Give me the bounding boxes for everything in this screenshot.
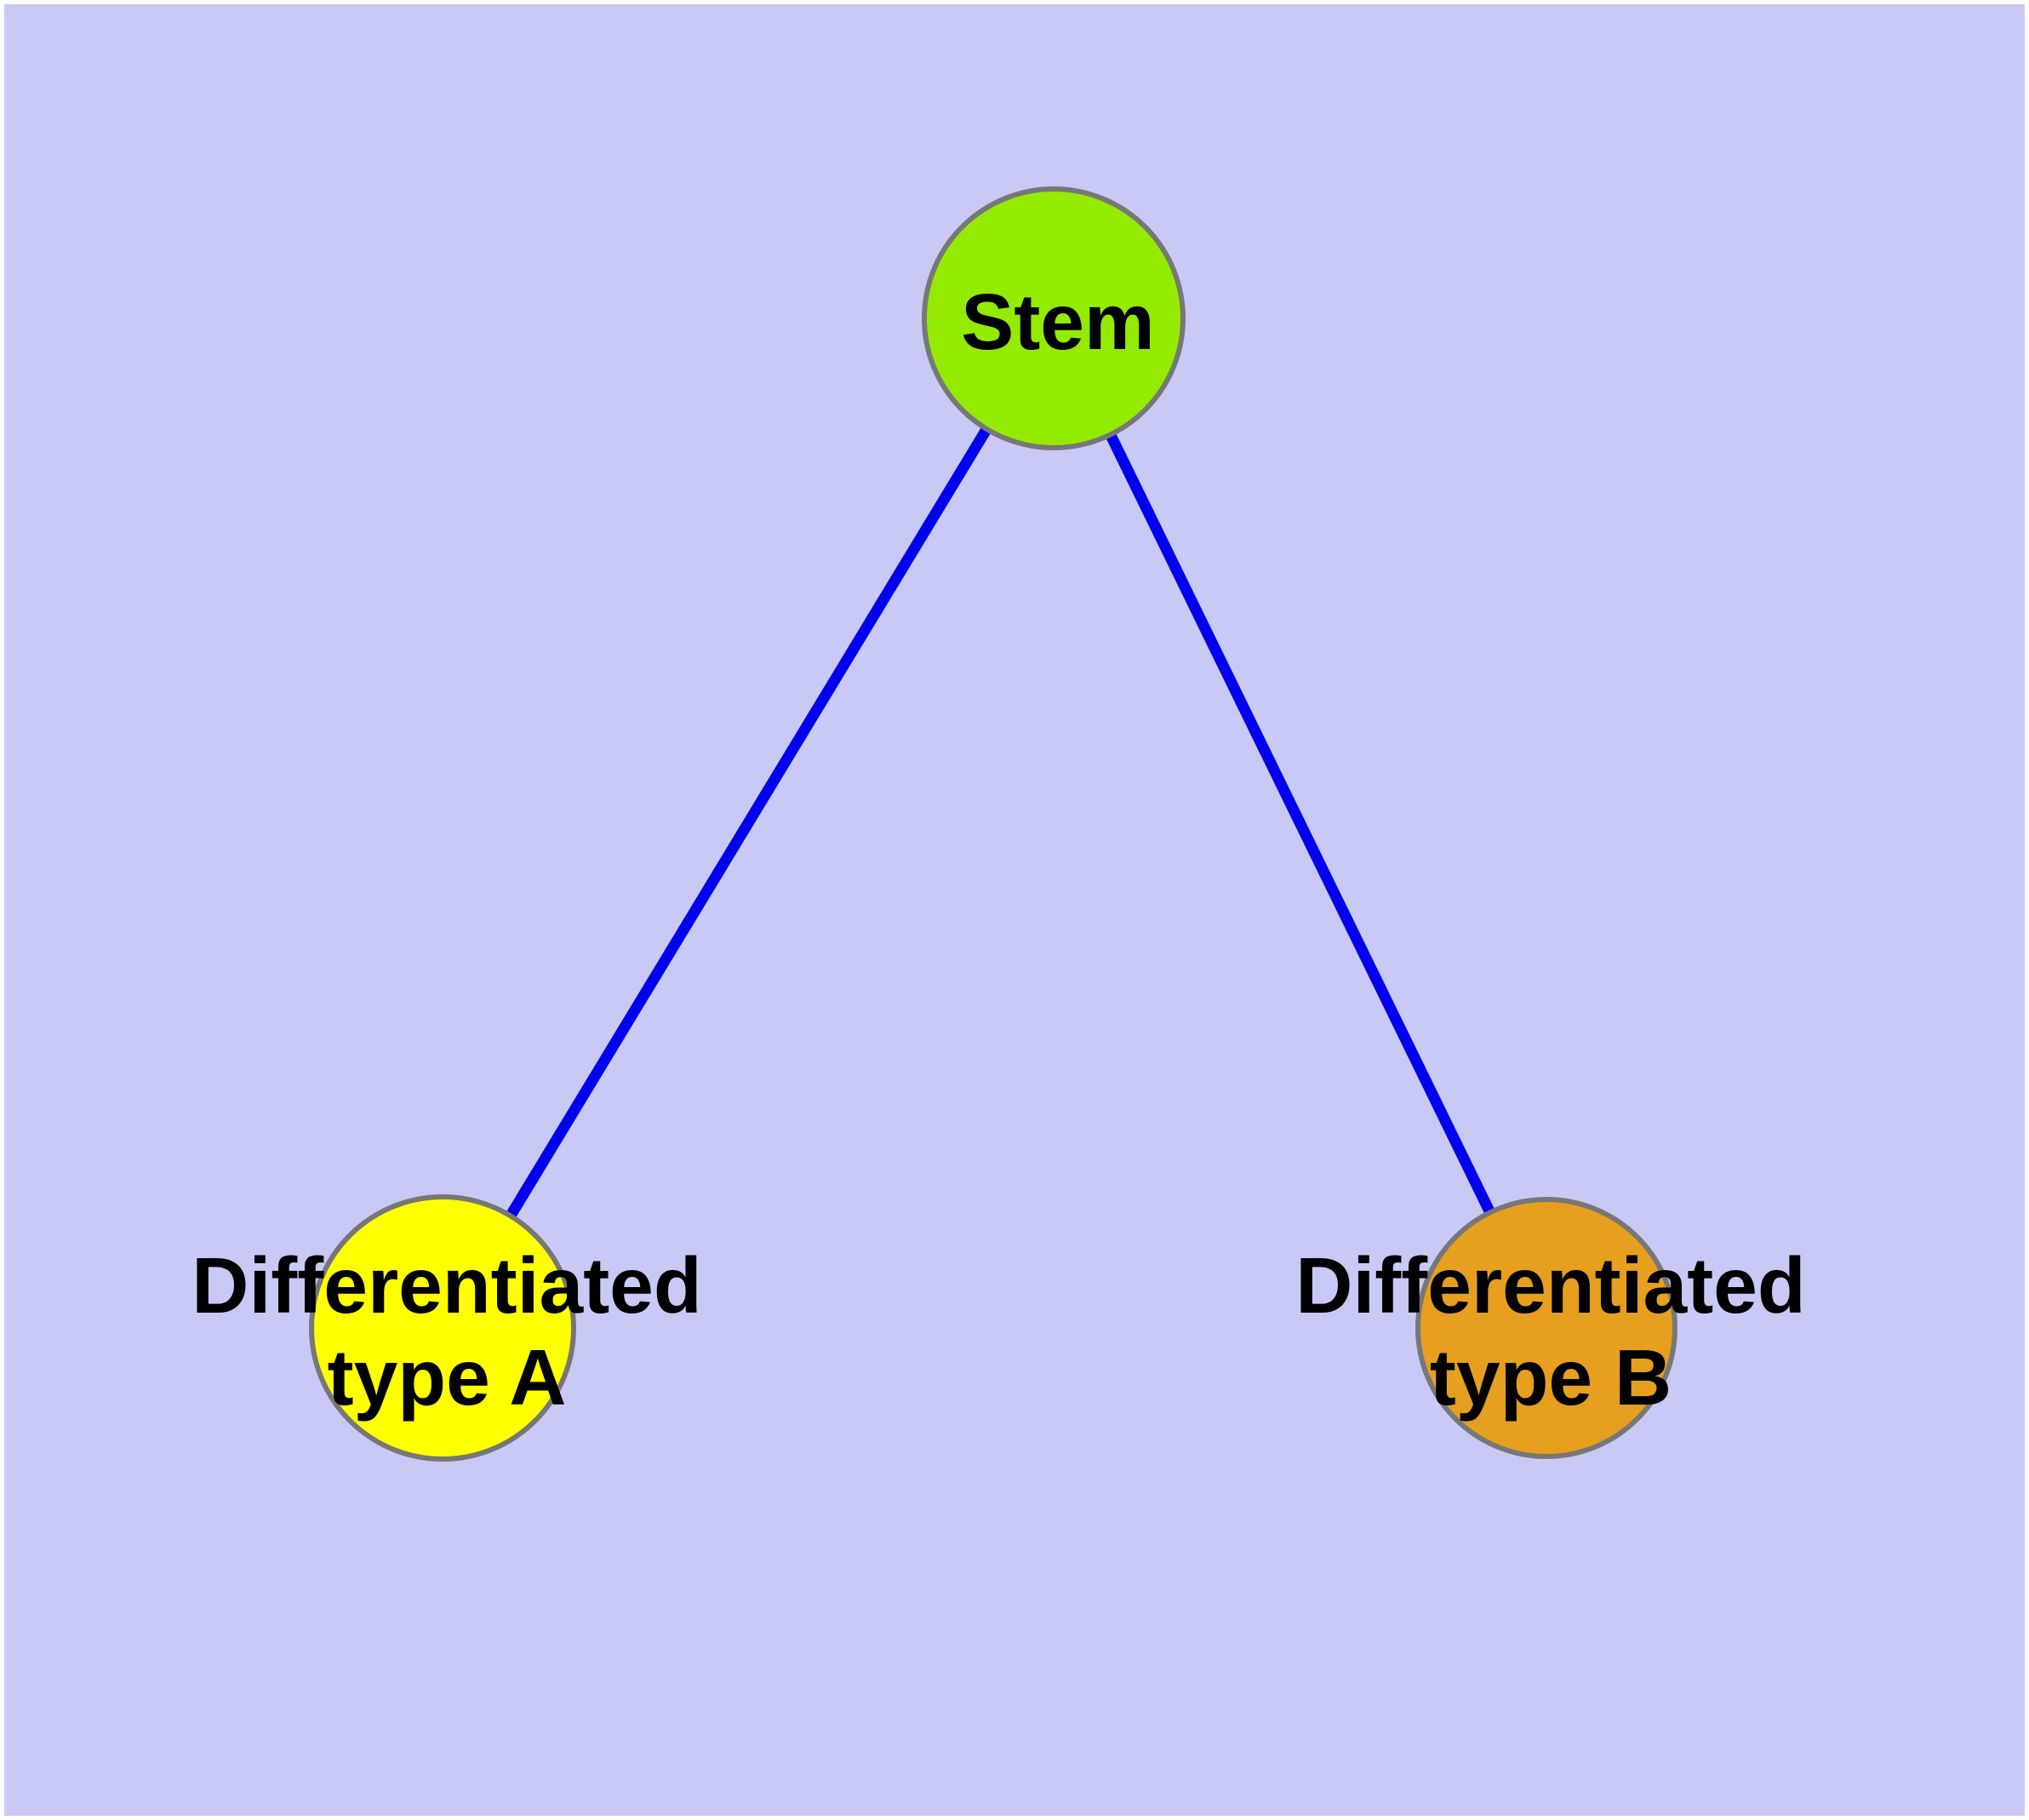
- edge-stem-diff-a: [437, 315, 1059, 1331]
- edge-stem-diff-b: [1049, 316, 1552, 1331]
- node-circle-diff-b: [1415, 1197, 1677, 1459]
- plot-background: Stem Differentiated type A Differentiate…: [4, 4, 2025, 1816]
- graph: [309, 186, 1677, 1462]
- node-circle-stem: [922, 186, 1186, 450]
- node-circle-diff-a: [309, 1194, 576, 1462]
